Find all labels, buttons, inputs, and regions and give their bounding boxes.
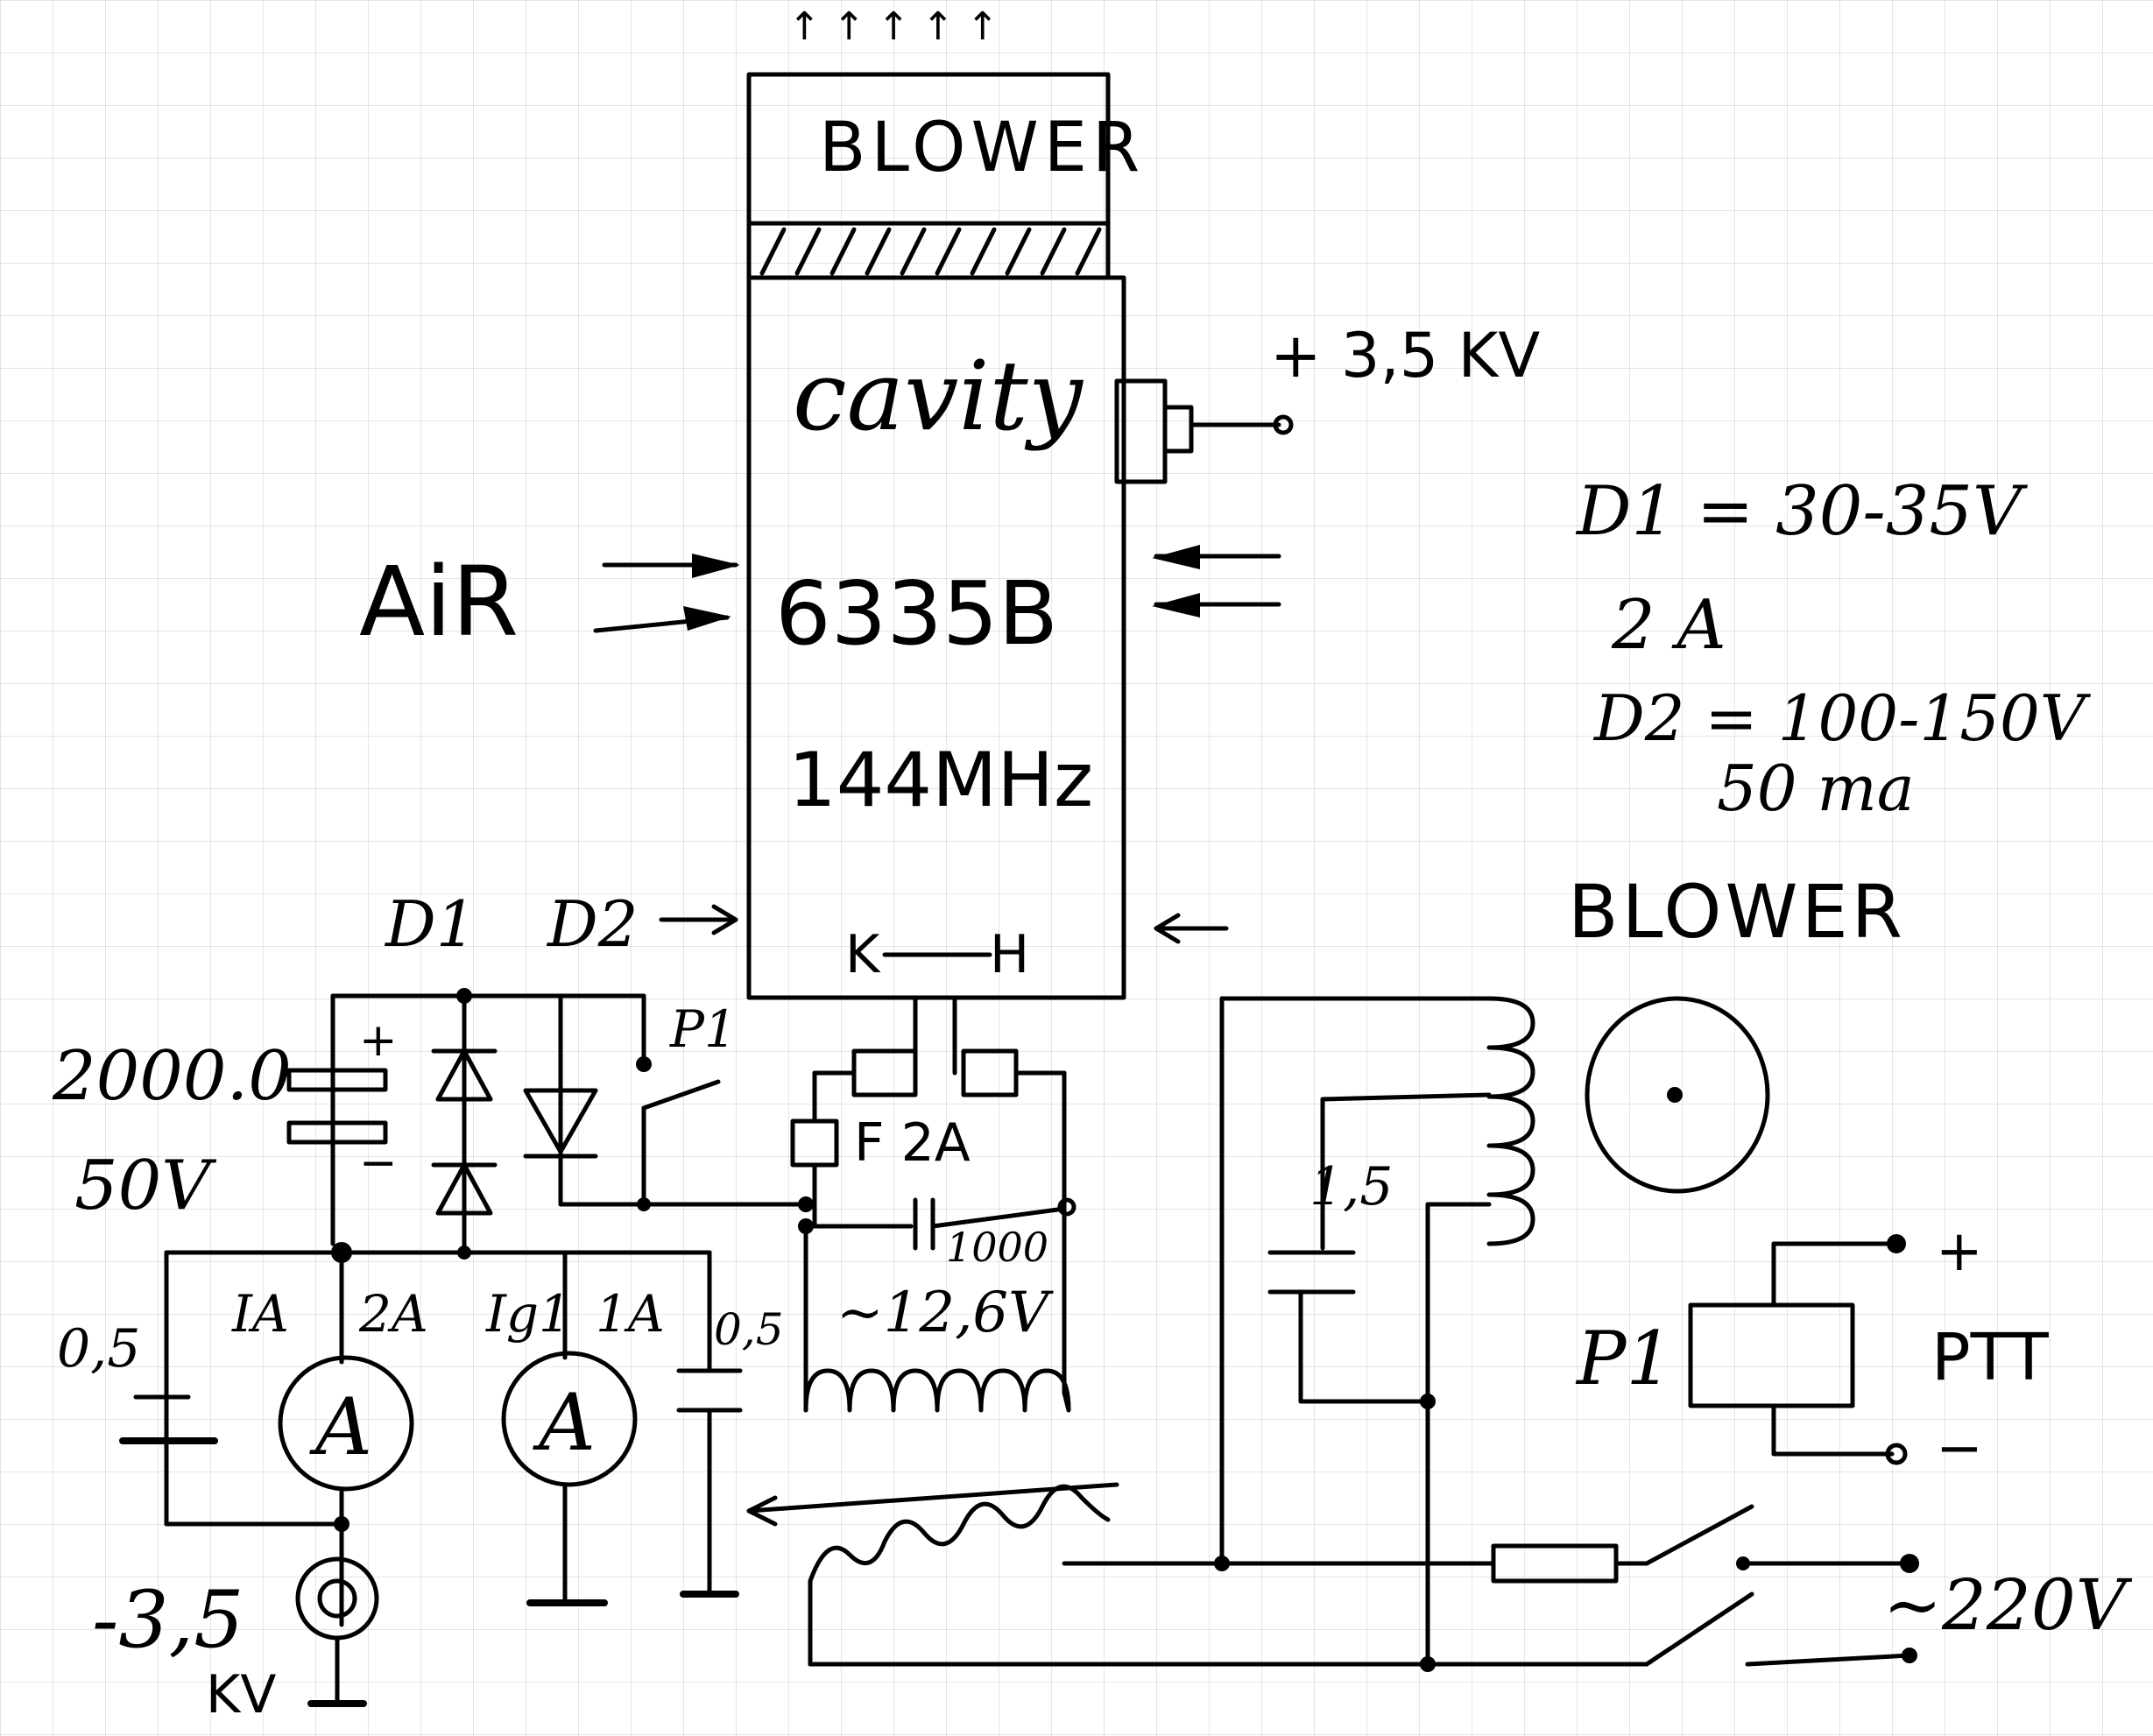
cavity-box (746, 275, 1126, 1000)
d2-spec: D2 = 100-150V (1592, 681, 2092, 755)
mains-label: ~220V (1883, 1564, 2133, 1646)
mains-terminal-1 (1900, 1554, 1919, 1573)
relay-p1-label: P1 (1575, 1316, 1673, 1401)
ptt-plus-terminal (1887, 1234, 1906, 1253)
ammeter-ia (278, 1355, 414, 1492)
neg-hv-terminal (295, 1556, 379, 1641)
d2-arrow (659, 904, 738, 935)
bypass-right (930, 1206, 1067, 1229)
p1-contact-arm (641, 1079, 721, 1111)
p1-node (637, 1197, 651, 1211)
ig-label: Ig1 (485, 1284, 571, 1344)
relay-p1-coil (1688, 1302, 1855, 1408)
fuse-f2a (790, 1119, 839, 1168)
cap-big-plus: + (359, 1014, 398, 1067)
p1-contact-label: P1 (669, 999, 737, 1059)
motor-winding (1486, 996, 1535, 1246)
blower-fan (1585, 996, 1770, 1194)
exhaust-arrows: ↑ ↑ ↑ ↑ ↑ (788, 4, 999, 49)
ig-range: 1A (596, 1284, 665, 1344)
filament-winding (803, 1368, 1071, 1413)
ia-range: 2A (358, 1284, 428, 1344)
hv-terminal (1273, 414, 1294, 435)
blower-label: BLOWER (819, 109, 1145, 187)
ammeter-ig-label: A (533, 1377, 596, 1469)
d1-current: 2 A (1611, 586, 1726, 665)
ammeter-ig (501, 1351, 638, 1487)
cathode-label: K (845, 924, 881, 985)
cap-big-value: 2000.0 (52, 1037, 292, 1116)
cap-big-minus: − (359, 1137, 398, 1189)
d2-current: 50 ma (1717, 752, 1915, 825)
mains-terminal-2 (1902, 1648, 1917, 1663)
mains-fuse (1491, 1543, 1619, 1584)
blower-fan-hub (1667, 1087, 1683, 1103)
transformer-link-arrow (746, 1495, 778, 1527)
hv-label: + 3,5 KV (1270, 320, 1540, 392)
tube-label: 6335B (775, 562, 1058, 665)
mains-line-2 (1745, 1653, 1912, 1667)
p1-contact-node (636, 1056, 652, 1072)
transformer-primary (808, 1484, 1111, 1584)
cathode-block (851, 1048, 918, 1097)
filament-label: ~12,6V (836, 1281, 1054, 1345)
fuse-label: F 2A (854, 1112, 971, 1174)
cavity-right-arrow (1154, 913, 1229, 944)
air-intake-arrows (593, 554, 740, 633)
hv-feedthrough-cap (1162, 405, 1194, 454)
frequency-label: 144MHz (788, 737, 1093, 824)
neg-hv-unit: KV (206, 1664, 276, 1725)
cavity-label: cavity (793, 340, 1084, 452)
node-zener-bottom (457, 1246, 471, 1260)
bypass-node-right (1057, 1197, 1076, 1217)
ia-label: IA (231, 1284, 289, 1344)
node-cap15 (1420, 1394, 1436, 1409)
node-ia-bottom (334, 1516, 349, 1532)
cap15-label: 1,5 (1309, 1156, 1393, 1217)
zener-d1-top (431, 1048, 498, 1102)
motor-tap-wire (1320, 1092, 1492, 1102)
heater-block (961, 1048, 1019, 1097)
cap-2000 (286, 1068, 388, 1145)
d1-spec: D1 = 30-35V (1575, 472, 2028, 551)
ptt-plus-label: + (1936, 1219, 1983, 1284)
d1-label: D1 (384, 887, 476, 961)
neg-hv-terminal-inner (317, 1578, 357, 1619)
filter-hatching (759, 227, 1102, 276)
ptt-label: PTT (1931, 1320, 2050, 1395)
air-outlet-arrows (1152, 545, 1281, 617)
cap05-left-label: 0,5 (57, 1318, 140, 1380)
blower-right-label: BLOWER (1568, 869, 1906, 955)
heater-label: H (990, 924, 1029, 985)
ptt-minus-label: − (1936, 1416, 1983, 1481)
mains-switch-arm-2 (1644, 1591, 1754, 1667)
neg-hv-value: -3,5 (92, 1574, 244, 1666)
bypass-value: 1000 (946, 1224, 1048, 1271)
fuse-node (798, 1196, 814, 1212)
cap05-right-label: 0,5 (714, 1304, 784, 1355)
ammeter-ia-label: A (309, 1381, 372, 1473)
ptt-minus-terminal (1885, 1443, 1908, 1465)
d2-label: D2 (546, 887, 639, 961)
diode-d2 (523, 1088, 598, 1159)
air-label: AiR (359, 546, 519, 658)
cap-big-voltage: 50V (74, 1147, 216, 1225)
mains-switch-arm-1 (1644, 1504, 1754, 1566)
zener-d1-bottom (431, 1162, 498, 1216)
